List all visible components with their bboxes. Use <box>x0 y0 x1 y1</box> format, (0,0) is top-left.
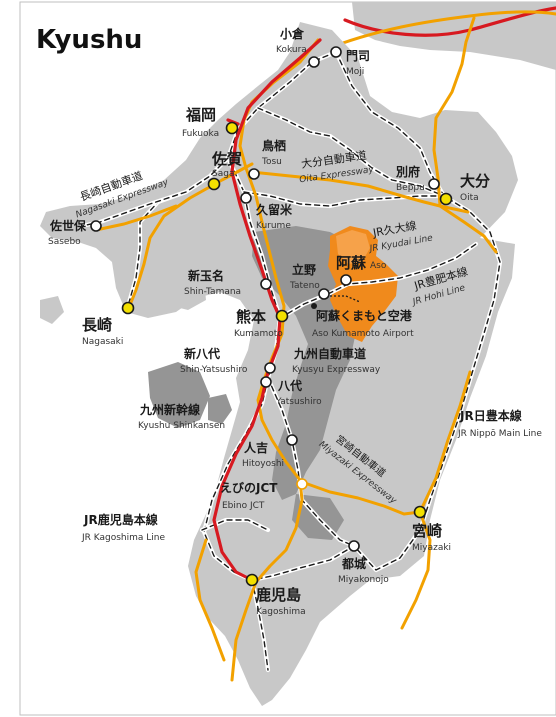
label-kagoshima-jp: 鹿児島 <box>256 586 301 604</box>
station-saga <box>207 177 221 191</box>
station-miyazaki <box>413 505 427 519</box>
label-tateno-jp: 立野 <box>292 262 316 277</box>
label-sasebo-jp: 佐世保 <box>49 218 87 233</box>
label-tosu-jp: 鳥栖 <box>262 138 286 153</box>
label-beppu-jp: 別府 <box>395 164 420 179</box>
label-kyushu-exp-jp: 九州自動車道 <box>293 346 366 361</box>
station-aso <box>340 274 352 286</box>
label-yatsushiro-en: Yatsushiro <box>275 397 322 407</box>
label-kokura-jp: 小倉 <box>280 26 305 41</box>
island-goto <box>40 296 64 324</box>
label-oita-en: Oita <box>460 193 479 203</box>
label-tateno-en: Tateno <box>289 281 320 291</box>
label-moji-en: Moji <box>346 67 364 77</box>
station-moji <box>330 46 342 58</box>
label-ebino-jct-en: Ebino JCT <box>222 501 265 511</box>
airport-link <box>322 295 361 303</box>
island-amakusa-small <box>208 394 232 424</box>
label-airport-jp: 阿蘇くまもと空港 <box>316 308 413 323</box>
label-ebino-jct-jp: えびのJCT <box>220 480 278 495</box>
label-aso-en: Aso <box>370 261 387 271</box>
label-nagasaki-jp: 長崎 <box>82 316 112 334</box>
station-tateno <box>318 288 330 300</box>
station-shin-yatsushiro <box>264 362 276 374</box>
map-title: Kyushu <box>36 25 142 55</box>
label-beppu-en: Beppu <box>396 183 425 193</box>
label-miyakonojo-en: Miyakonojo <box>338 575 389 585</box>
label-kokura-en: Kokura <box>276 45 307 55</box>
station-oita <box>439 192 453 206</box>
label-sasebo-en: Sasebo <box>48 237 81 247</box>
label-shin-yatsushiro-jp: 新八代 <box>184 346 220 361</box>
label-miyakonojo-jp: 都城 <box>341 556 366 571</box>
station-kokura <box>308 56 320 68</box>
label-kagoshima-line-jp: JR鹿児島本線 <box>83 512 158 527</box>
station-hitoyoshi <box>286 434 298 446</box>
station-miyakonojo <box>348 540 360 552</box>
label-kagoshima-en: Kagoshima <box>256 607 306 617</box>
label-shinkansen-en: Kyushu Shinkansen <box>138 421 225 431</box>
station-yatsushiro <box>260 376 272 388</box>
label-hitoyoshi-jp: 人吉 <box>244 440 268 455</box>
honshu-expressway <box>338 10 556 46</box>
label-shin-tamana-jp: 新玉名 <box>188 268 224 283</box>
station-shin-tamana <box>260 278 272 290</box>
label-shinkansen-jp: 九州新幹線 <box>139 402 200 417</box>
label-fukuoka-jp: 福岡 <box>185 106 216 124</box>
station-nagasaki <box>121 301 135 315</box>
station-beppu <box>428 178 440 190</box>
station-fukuoka <box>225 121 239 135</box>
station-kurume <box>240 192 252 204</box>
island-amakusa <box>148 362 210 428</box>
label-nippo-en: JR Nippō Main Line <box>457 429 542 439</box>
label-shin-tamana-en: Shin-Tamana <box>184 287 241 297</box>
station-tosu <box>248 168 260 180</box>
stations <box>90 46 453 587</box>
label-kagoshima-line-en: JR Kagoshima Line <box>81 533 166 543</box>
island-shimabara <box>150 268 206 310</box>
label-tosu-en: Tosu <box>261 157 282 167</box>
label-yatsushiro-jp: 八代 <box>277 378 302 393</box>
label-kumamoto-jp: 熊本 <box>236 308 266 326</box>
label-kyushu-exp-en: Kyusyu Expressway <box>292 365 381 375</box>
label-nippo-jp: JR日豊本線 <box>459 408 522 423</box>
label-oita-jp: 大分 <box>460 172 490 190</box>
label-kurume-en: Kurume <box>256 221 291 231</box>
kyushu-land <box>40 22 518 706</box>
label-shin-yatsushiro-en: Shin-Yatsushiro <box>180 365 248 375</box>
label-miyazaki-jp: 宮崎 <box>412 522 442 540</box>
label-hitoyoshi-en: Hitoyoshi <box>242 459 284 469</box>
station-ebino-jct <box>296 478 308 490</box>
station-kagoshima <box>245 573 259 587</box>
label-aso-jp: 阿蘇 <box>336 254 366 272</box>
label-fukuoka-en: Fukuoka <box>182 129 219 139</box>
aso-highlight <box>336 230 370 264</box>
label-nagasaki-en: Nagasaki <box>82 337 123 347</box>
label-saga-jp: 佐賀 <box>211 150 242 168</box>
label-airport-en: Aso Kumamoto Airport <box>312 329 414 339</box>
station-airport <box>311 303 317 309</box>
label-miyazaki-en: Miyazaki <box>412 543 451 553</box>
label-saga-en: Saga <box>212 169 234 179</box>
station-kumamoto <box>275 309 289 323</box>
station-sasebo <box>90 220 102 232</box>
label-kurume-jp: 久留米 <box>256 202 293 217</box>
label-kumamoto-en: Kumamoto <box>234 329 283 339</box>
label-moji-jp: 門司 <box>346 49 370 63</box>
